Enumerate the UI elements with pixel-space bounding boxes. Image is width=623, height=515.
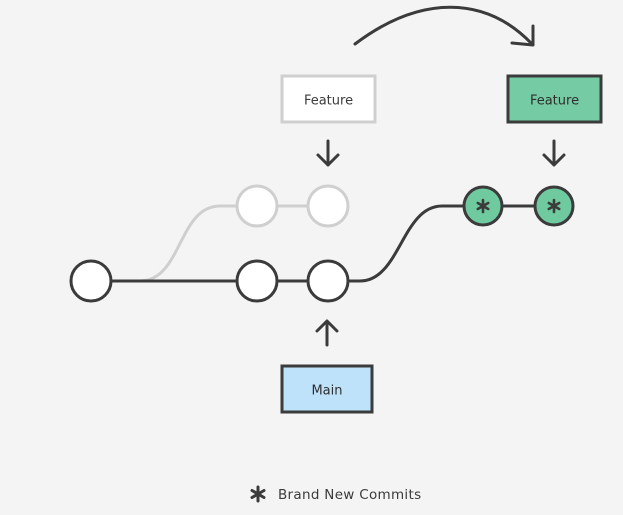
feature-label-new-text: Feature: [530, 94, 579, 109]
feature-label-new: Feature: [506, 74, 603, 124]
feature-label-old: Feature: [280, 74, 377, 124]
main-label: Main: [280, 364, 374, 414]
legend-text: Brand New Commits: [278, 487, 421, 503]
asterisk-icon: [476, 198, 490, 214]
new-commit-1: [462, 185, 504, 227]
down-arrow-new-feature: [542, 139, 566, 167]
old-feature-commit-1: [235, 184, 279, 228]
asterisk-icon: [547, 198, 561, 214]
rebase-arrow: [353, 5, 535, 47]
main-label-text: Main: [311, 384, 342, 399]
new-commit-2: [533, 185, 575, 227]
legend: Brand New Commits: [250, 485, 421, 503]
main-branch-line: [90, 204, 555, 283]
down-arrow-old-feature: [316, 139, 340, 167]
old-feature-commit-2: [306, 184, 350, 228]
old-feature-branch-line: [139, 204, 332, 283]
main-commit-1: [69, 259, 113, 303]
main-commit-2: [235, 259, 279, 303]
up-arrow-main: [315, 319, 339, 347]
asterisk-icon: [250, 485, 266, 503]
feature-label-old-text: Feature: [304, 94, 353, 109]
main-commit-3: [306, 259, 350, 303]
